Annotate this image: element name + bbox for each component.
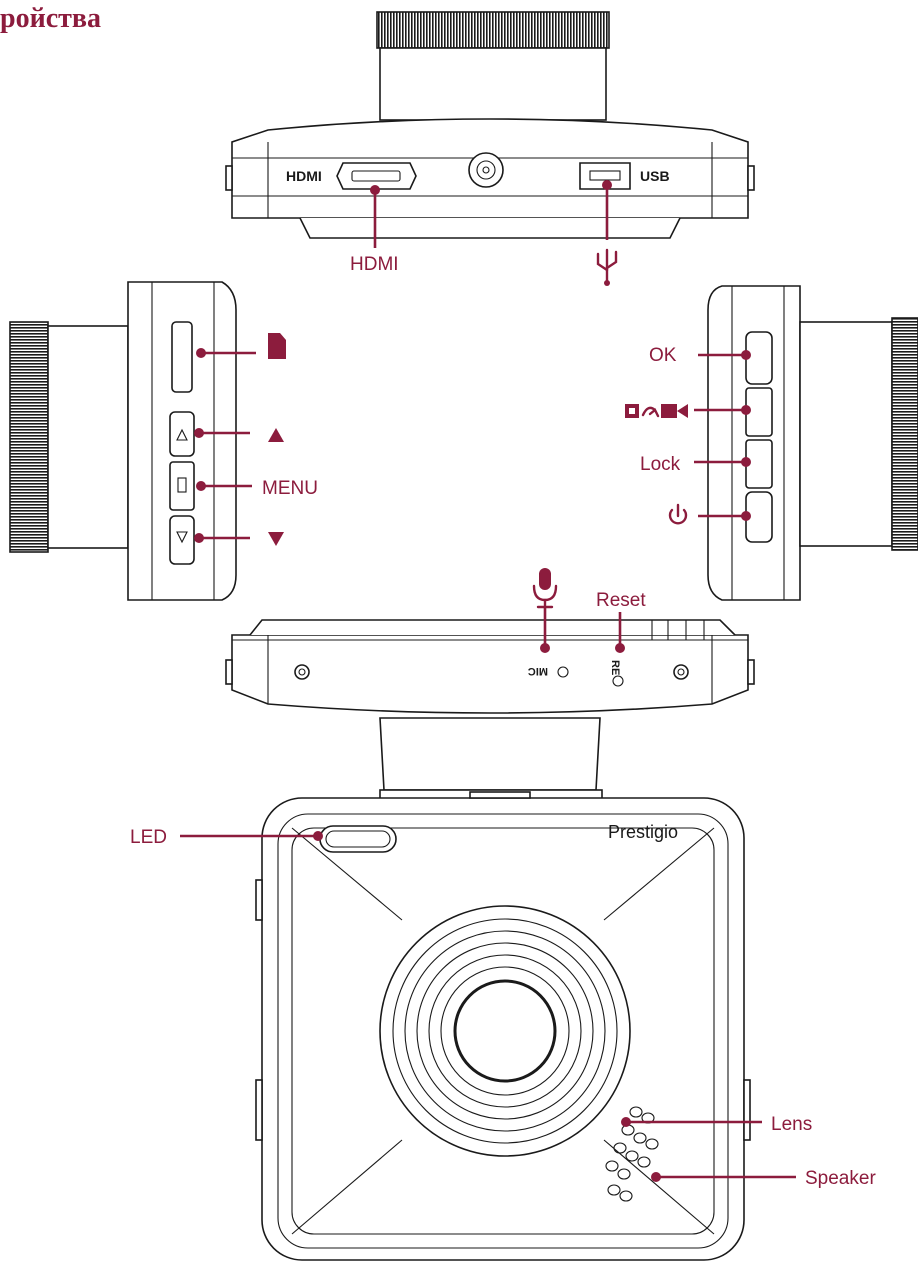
up-button[interactable] [169, 411, 195, 457]
brand-logo: Prestigio [608, 822, 678, 842]
menu-label: MENU [262, 478, 318, 499]
lens-barrel-left [47, 325, 129, 549]
lens-glass [453, 979, 557, 1083]
reset-hole [612, 675, 624, 687]
photo-video-switch-icon [625, 404, 688, 418]
mount-screw-hole [468, 152, 504, 188]
bottom-view: MIC RE Reset [225, 568, 755, 839]
usb-port-mark: USB [640, 168, 670, 184]
mic-mark: MIC [528, 665, 548, 677]
down-button[interactable] [169, 515, 195, 565]
left-side-view: MENU [9, 281, 318, 601]
memory-card-icon [268, 333, 286, 359]
ok-label: OK [649, 345, 677, 366]
microphone-icon [532, 568, 558, 609]
front-view: Prestigio LED Lens Speak [130, 791, 876, 1261]
lens-label: Lens [771, 1114, 812, 1135]
right-side-view: OK Lock [625, 285, 918, 601]
usb-port [579, 162, 631, 190]
hdmi-port-mark: HDMI [286, 168, 322, 184]
led-window [319, 825, 397, 853]
speaker-label: Speaker [805, 1168, 876, 1189]
reset-mark: RE [609, 660, 621, 675]
led-label: LED [130, 827, 167, 848]
lens-barrel-bottom [379, 717, 601, 791]
lens-knurl-ring-top [376, 11, 610, 49]
lens-barrel-top [379, 47, 607, 121]
lens-barrel-right [799, 321, 893, 547]
hdmi-port [336, 162, 417, 190]
usb-trident-icon [596, 248, 618, 286]
menu-button[interactable] [169, 461, 195, 511]
page-title: ройства [0, 3, 101, 34]
bottom-screw-left [294, 664, 310, 680]
lock-label: Lock [640, 454, 681, 475]
bottom-body [231, 634, 749, 714]
mic-hole [557, 666, 569, 678]
up-triangle-icon [268, 428, 284, 442]
down-triangle-icon [268, 532, 284, 546]
hdmi-label: HDMI [350, 254, 399, 275]
top-view: HDMI USB HDMI [225, 11, 755, 286]
lens-knurl-ring-right [891, 317, 918, 551]
reset-label: Reset [596, 590, 646, 611]
memory-card-slot [171, 321, 193, 393]
power-icon [668, 503, 688, 525]
bottom-screw-right [673, 664, 689, 680]
lens-knurl-ring-left [9, 321, 49, 553]
